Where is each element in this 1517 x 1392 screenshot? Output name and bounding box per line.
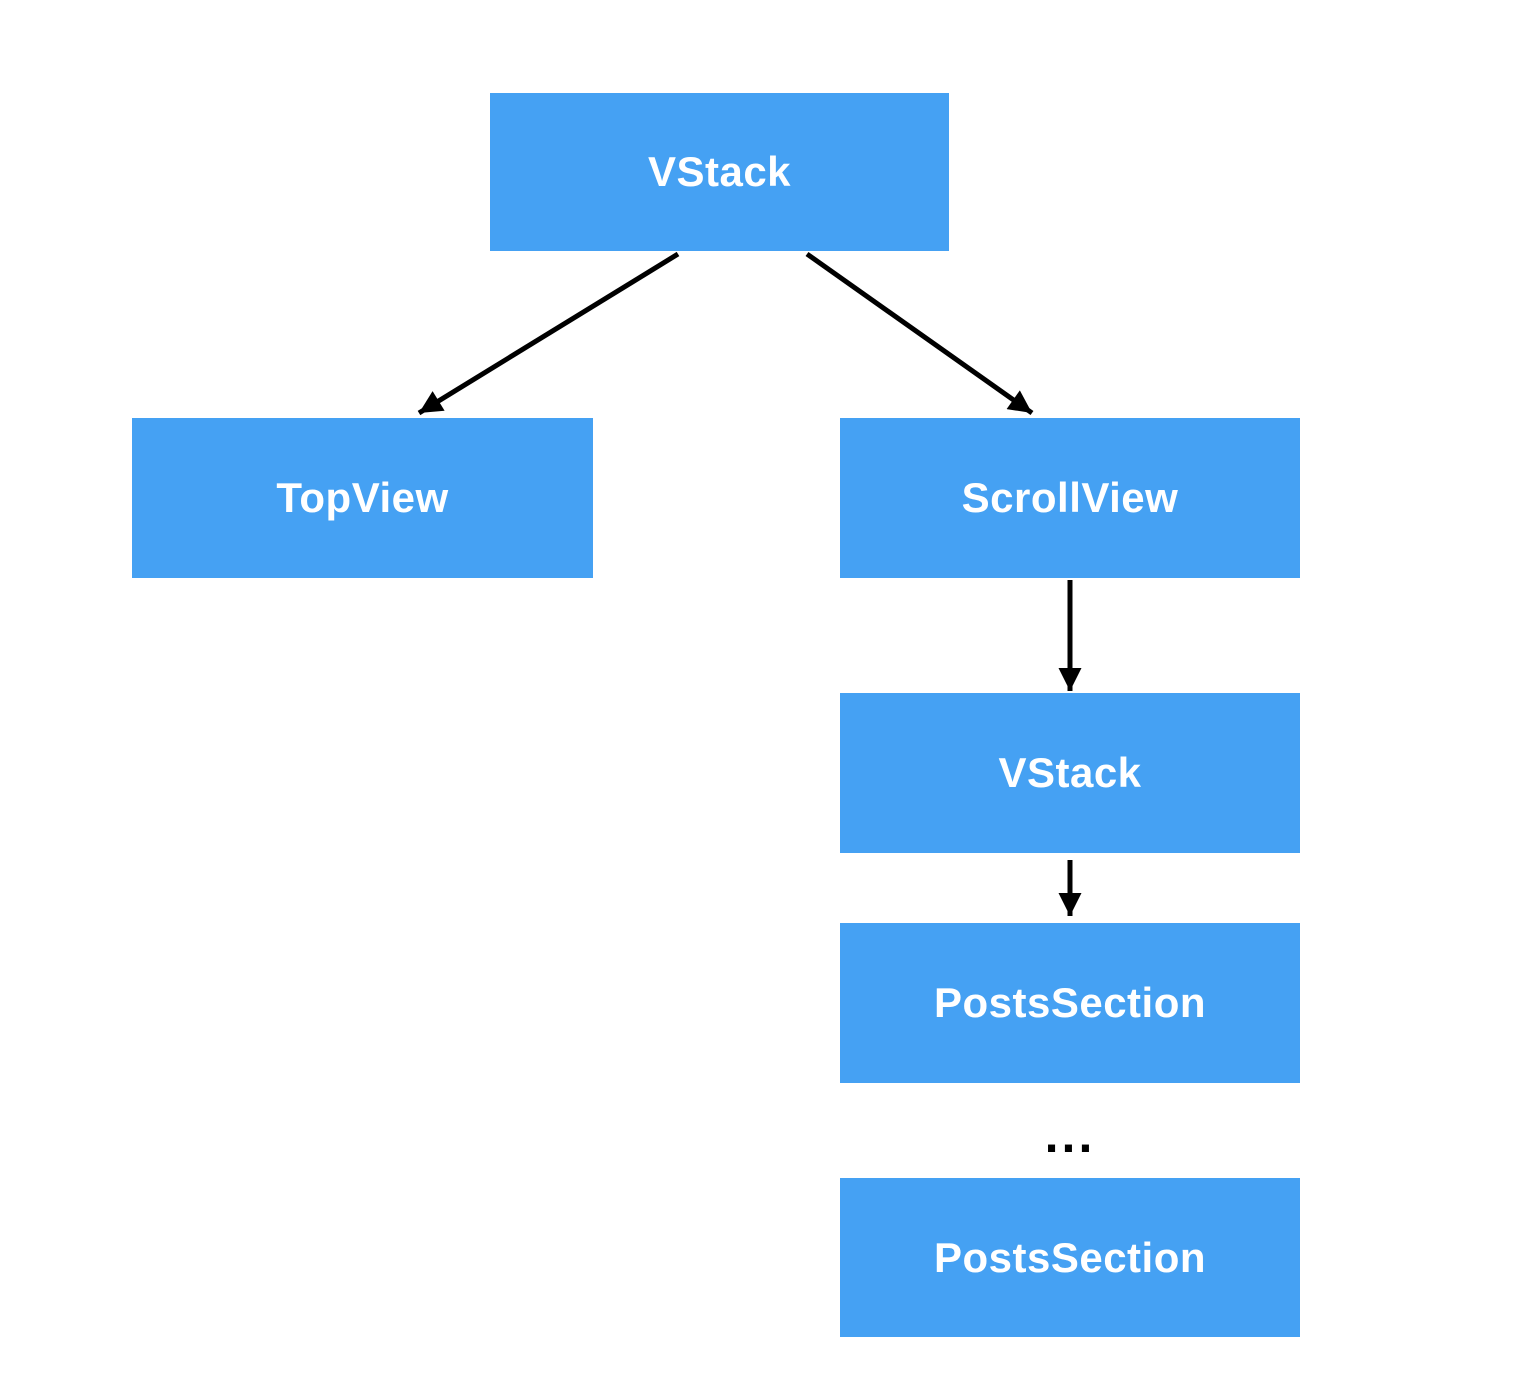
node-root-vstack: VStack [490, 93, 949, 251]
node-posts-section-2-label: PostsSection [933, 1233, 1207, 1281]
ellipsis-more-sections: ... [840, 1098, 1300, 1172]
node-scrollview: ScrollView [840, 418, 1300, 578]
node-topview: TopView [132, 418, 593, 578]
node-inner-vstack-label: VStack [998, 749, 1142, 796]
node-root-vstack-label: VStack [647, 148, 792, 195]
ellipsis-label: ... [1044, 1107, 1096, 1163]
node-inner-vstack: VStack [840, 693, 1300, 853]
node-posts-section-1-label: PostsSection [933, 979, 1207, 1026]
node-topview-label: TopView [276, 474, 449, 521]
node-posts-section-1: PostsSection [840, 923, 1300, 1083]
edge-vstack-to-scrollview-arrow [805, 251, 1034, 416]
node-posts-section-2: PostsSection [840, 1178, 1300, 1337]
edge-vstack-to-topview-arrow [417, 251, 680, 416]
node-scrollview-label: ScrollView [961, 474, 1179, 521]
